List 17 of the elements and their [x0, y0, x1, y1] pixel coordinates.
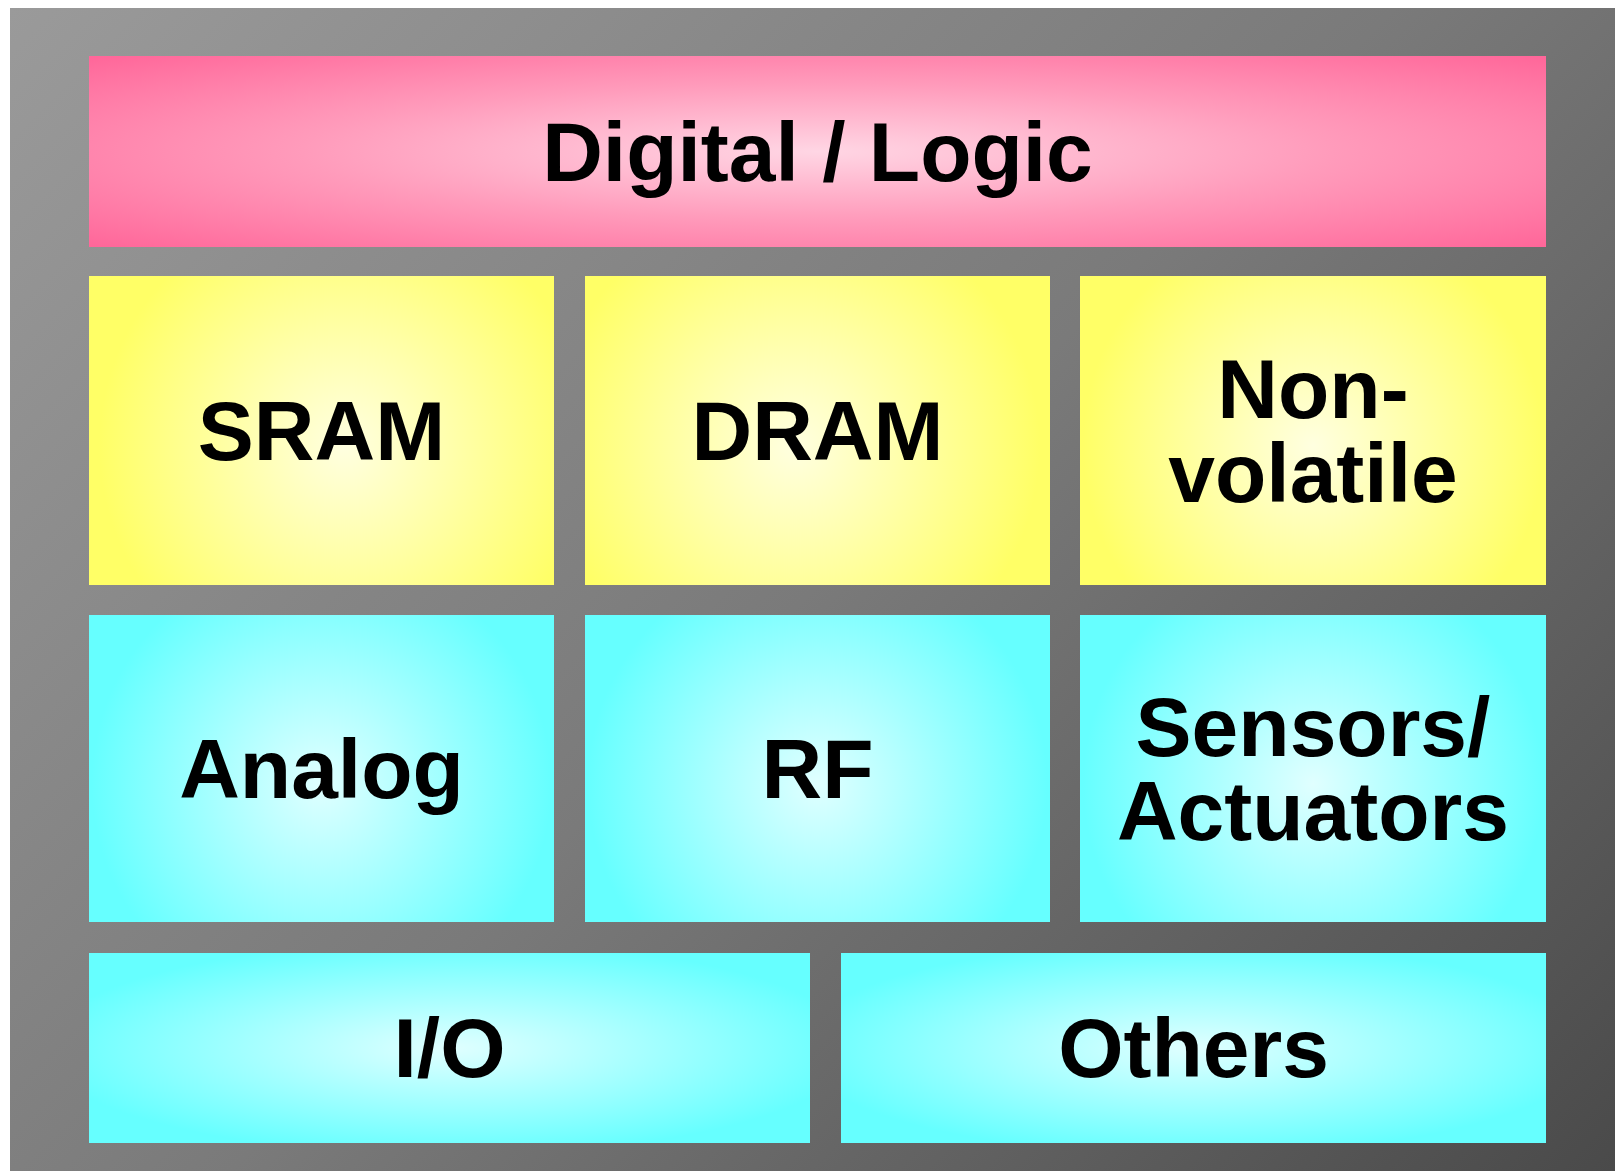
block-label: Others — [1058, 1006, 1329, 1090]
block-label: SRAM — [197, 388, 446, 473]
block-label: Sensors/ Actuators — [1115, 684, 1511, 853]
floorplan-block — [89, 953, 810, 1143]
floorplan-block — [1080, 615, 1546, 922]
floorplan-block — [841, 953, 1546, 1143]
block-label: DRAM — [691, 388, 944, 473]
floorplan-block — [585, 615, 1050, 922]
block-label: Non- volatile — [1167, 346, 1459, 515]
floorplan-block — [89, 276, 554, 585]
block-label: RF — [761, 726, 874, 811]
floorplan-block — [89, 615, 554, 922]
floorplan-block — [585, 276, 1050, 585]
chip-background — [10, 8, 1615, 1171]
floorplan-block — [1080, 276, 1546, 585]
floorplan-block — [89, 56, 1546, 247]
block-label: I/O — [393, 1006, 506, 1090]
